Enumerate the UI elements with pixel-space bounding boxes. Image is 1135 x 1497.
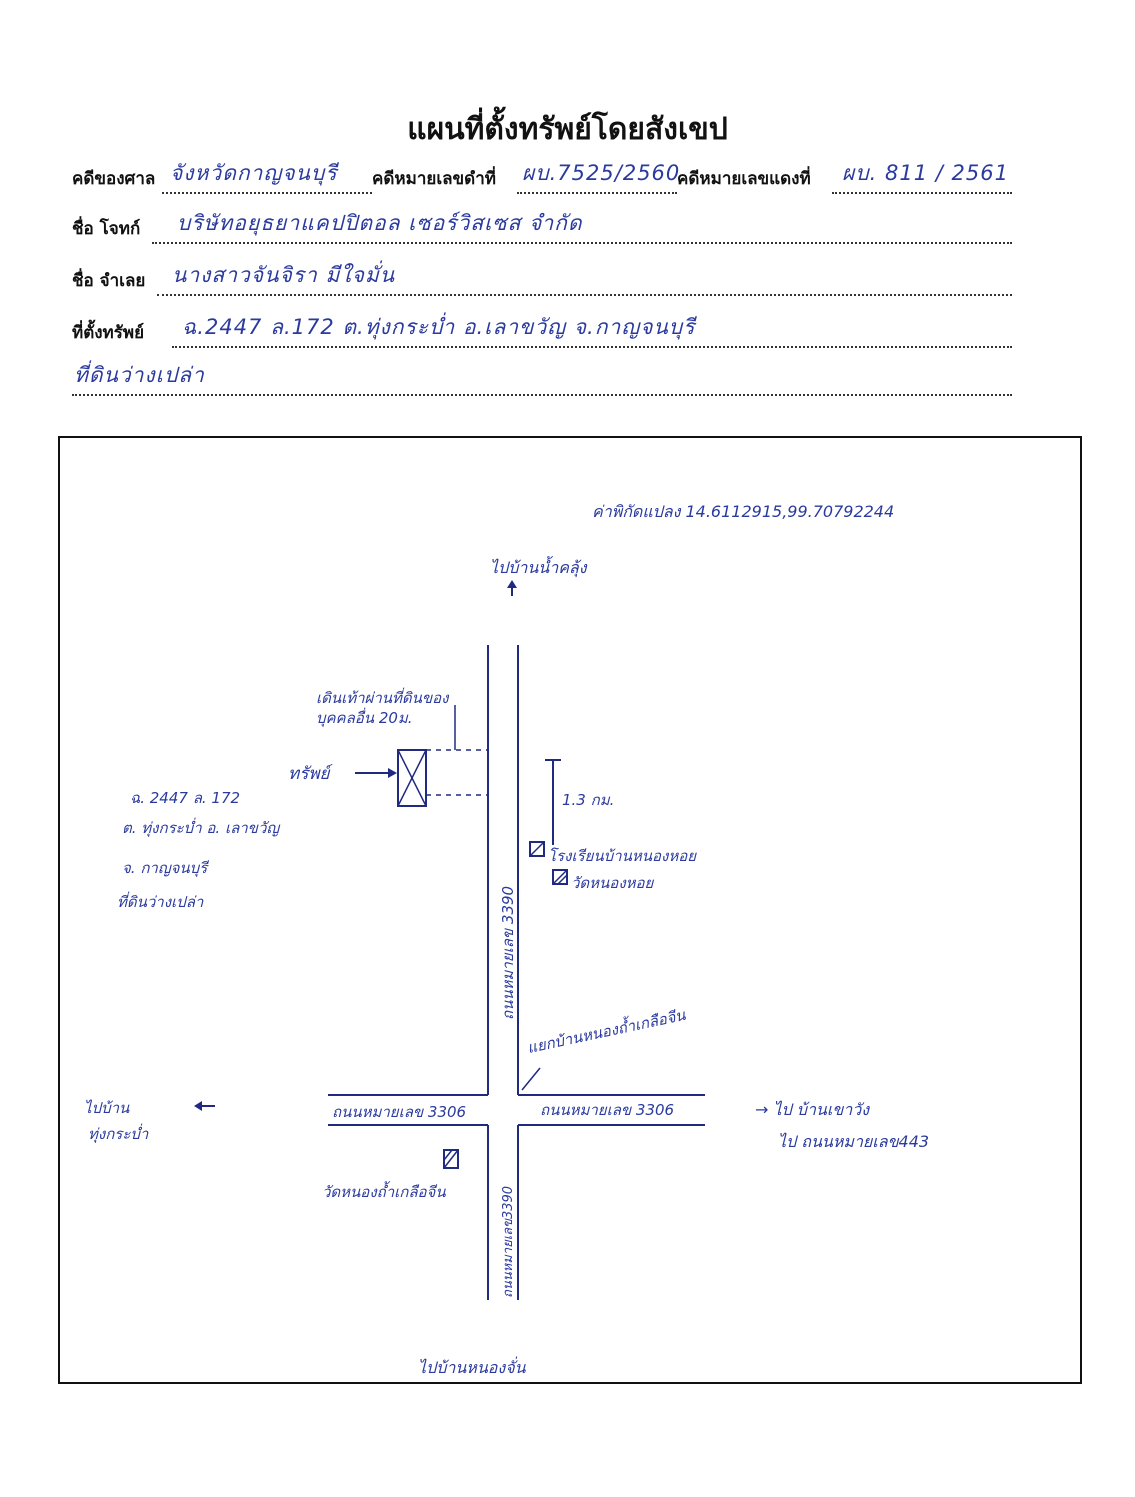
north-arrow-head — [507, 580, 517, 588]
walkway-label-1: เดินเท้าผ่านที่ดินของ — [316, 689, 449, 707]
defendant-row: ชื่อ จำเลย นางสาวจันจิรา มีใจมั่น — [72, 262, 1012, 300]
map-frame — [58, 436, 1082, 1384]
location-row: ที่ตั้งทรัพย์ ฉ.2447 ล.172 ต.ทุ่งกระบ่ำ … — [72, 314, 1012, 352]
red-case-label: คดีหมายเลขแดงที่ — [677, 169, 811, 189]
black-case-dotline — [517, 192, 677, 194]
red-case-value: ผบ. 811 / 2561 — [842, 161, 1009, 185]
plaintiff-dotline — [152, 242, 1012, 244]
road-3306-east-label: ถนนหมายเลข 3306 — [540, 1101, 675, 1119]
plaintiff-row: ชื่อ โจทก์ บริษัทอยุธยาแคปปิตอล เซอร์วิส… — [72, 210, 1012, 248]
north-destination: ไปบ้านน้ำคลุ้ง — [490, 558, 587, 577]
case-row: คดีของศาล จังหวัดกาญจนบุรี คดีหมายเลขดำท… — [72, 160, 1012, 198]
plaintiff-label: ชื่อ โจทก์ — [72, 219, 141, 239]
location-dotline — [172, 346, 1012, 348]
distance-label: 1.3 กม. — [562, 791, 615, 809]
temple-1-box — [552, 869, 568, 885]
court-value: จังหวัดกาญจนบุรี — [170, 161, 338, 185]
east-destination-1: → ไป บ้านเขาวัง — [755, 1100, 870, 1119]
court-label: คดีของศาล — [72, 169, 156, 189]
property-desc-1: ฉ. 2447 ล. 172 — [130, 789, 241, 807]
defendant-value: นางสาวจันจิรา มีใจมั่น — [172, 263, 396, 287]
location-row-2: ที่ดินว่างเปล่า — [72, 362, 1012, 400]
defendant-label: ชื่อ จำเลย — [72, 271, 146, 291]
west-destination-2: ทุ่งกระบ่ำ — [88, 1125, 149, 1143]
court-dotline — [162, 192, 372, 194]
east-destination-2: ไป ถนนหมายเลข443 — [778, 1132, 930, 1151]
property-box — [397, 749, 427, 807]
location-label: ที่ตั้งทรัพย์ — [72, 323, 145, 343]
south-destination: ไปบ้านหนองจั่น — [418, 1358, 526, 1377]
walkway-label-2: บุคคลอื่น 20ม. — [316, 709, 413, 727]
location-dotline-2 — [72, 394, 1012, 396]
page-title: แผนที่ตั้งทรัพย์โดยสังเขป — [407, 112, 728, 147]
junction-pointer — [521, 1067, 541, 1091]
property-desc-4: ที่ดินว่างเปล่า — [117, 893, 204, 911]
temple-1-label: วัดหนองหอย — [571, 874, 654, 892]
temple-2-label: วัดหนองถ้ำเกลือจีน — [322, 1183, 446, 1201]
school-label: โรงเรียนบ้านหนองหอย — [548, 847, 697, 865]
road-3306-west-label: ถนนหมายเลข 3306 — [332, 1103, 467, 1121]
property-desc-3: จ. กาญจนบุรี — [122, 859, 208, 877]
location-value-2: ที่ดินว่างเปล่า — [74, 363, 205, 387]
road-3390-north-label: ถนนหมายเลข 3390 — [499, 886, 517, 1020]
plaintiff-value: บริษัทอยุธยาแคปปิตอล เซอร์วิสเซส จำกัด — [177, 211, 583, 235]
west-destination-1: ไปบ้าน — [84, 1099, 130, 1117]
property-arrow-head — [388, 768, 397, 778]
red-case-dotline — [832, 192, 1012, 194]
property-desc-2: ต. ทุ่งกระบ่ำ อ. เลาขวัญ — [122, 819, 280, 837]
road-3390-south-label: ถนนหมายเลข3390 — [501, 1186, 516, 1298]
property-label: ทรัพย์ — [288, 764, 330, 784]
black-case-label: คดีหมายเลขดำที่ — [372, 169, 496, 189]
defendant-dotline — [157, 294, 1012, 296]
black-case-value: ผบ.7525/2560 — [522, 161, 681, 185]
location-value: ฉ.2447 ล.172 ต.ทุ่งกระบ่ำ อ.เลาขวัญ จ.กา… — [182, 315, 696, 339]
school-box — [529, 841, 545, 857]
coordinates-text: ค่าพิกัดแปลง 14.6112915,99.70792244 — [592, 502, 895, 521]
west-arrow-head — [194, 1101, 202, 1111]
